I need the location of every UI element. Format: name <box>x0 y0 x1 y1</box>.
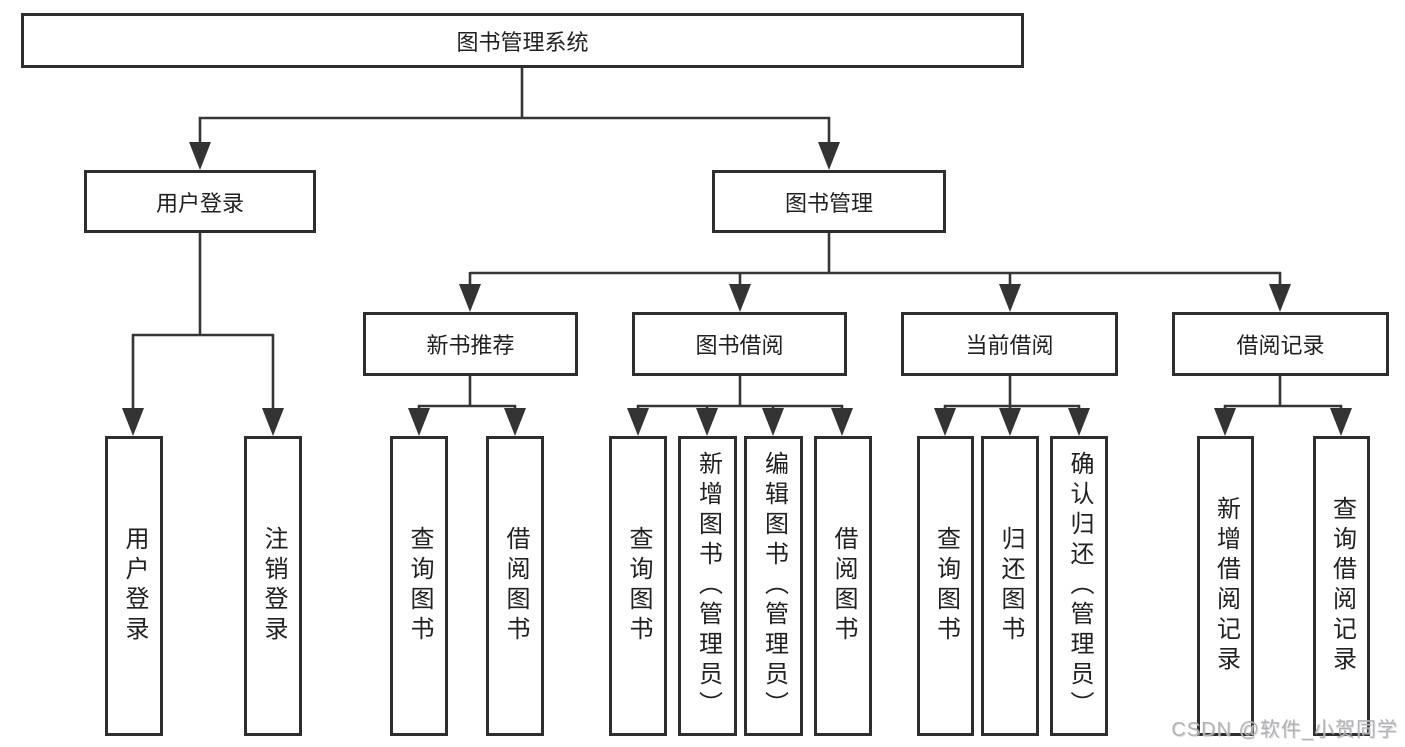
node-new-book-recommendation: 新书推荐 <box>363 312 578 376</box>
leaf-edit-book-admin-label: 编辑图书（管理员） <box>760 451 788 721</box>
node-user-login: 用户登录 <box>84 170 316 233</box>
csdn-watermark: CSDN @软件_小贺同学 <box>1171 719 1398 741</box>
leaf-borrow-books-recommend: 借阅图书 <box>486 436 544 736</box>
leaf-query-books-recommend-label: 查询图书 <box>406 526 433 646</box>
leaf-add-borrow-record: 新增借阅记录 <box>1197 436 1254 736</box>
node-library-management-system: 图书管理系统 <box>21 13 1024 68</box>
leaf-logout: 注销登录 <box>244 436 302 736</box>
leaf-borrow-books-borrowing: 借阅图书 <box>814 436 872 736</box>
leaf-logout-label: 注销登录 <box>260 526 287 646</box>
arrowheads <box>122 142 1352 436</box>
node-current-borrowing: 当前借阅 <box>901 312 1118 376</box>
leaf-return-book-label: 归还图书 <box>997 526 1024 646</box>
leaf-return-book: 归还图书 <box>981 436 1039 736</box>
leaf-query-books-borrowing-label: 查询图书 <box>625 526 652 646</box>
leaf-query-books-current: 查询图书 <box>917 436 974 736</box>
leaf-confirm-return-admin: 确认归还（管理员） <box>1050 436 1108 736</box>
leaf-confirm-return-admin-label: 确认归还（管理员） <box>1066 451 1093 721</box>
leaf-query-books-current-label: 查询图书 <box>932 526 960 646</box>
leaf-user-login: 用户登录 <box>105 436 163 736</box>
node-book-borrowing: 图书借阅 <box>632 312 847 376</box>
leaf-add-book-admin: 新增图书（管理员） <box>678 436 737 736</box>
leaf-query-borrow-record-label: 查询借阅记录 <box>1328 496 1356 676</box>
leaf-add-book-admin-label: 新增图书（管理员） <box>694 451 722 721</box>
leaf-add-borrow-record-label: 新增借阅记录 <box>1212 496 1240 676</box>
leaf-user-login-label: 用户登录 <box>121 526 148 646</box>
leaf-query-books-recommend: 查询图书 <box>390 436 448 736</box>
leaf-edit-book-admin: 编辑图书（管理员） <box>744 436 803 736</box>
leaf-borrow-books-recommend-label: 借阅图书 <box>502 526 529 646</box>
node-borrowing-records: 借阅记录 <box>1172 312 1389 376</box>
leaf-borrow-books-borrowing-label: 借阅图书 <box>830 526 857 646</box>
node-book-management: 图书管理 <box>712 170 946 233</box>
leaf-query-books-borrowing: 查询图书 <box>609 436 667 736</box>
leaf-query-borrow-record: 查询借阅记录 <box>1313 436 1370 736</box>
